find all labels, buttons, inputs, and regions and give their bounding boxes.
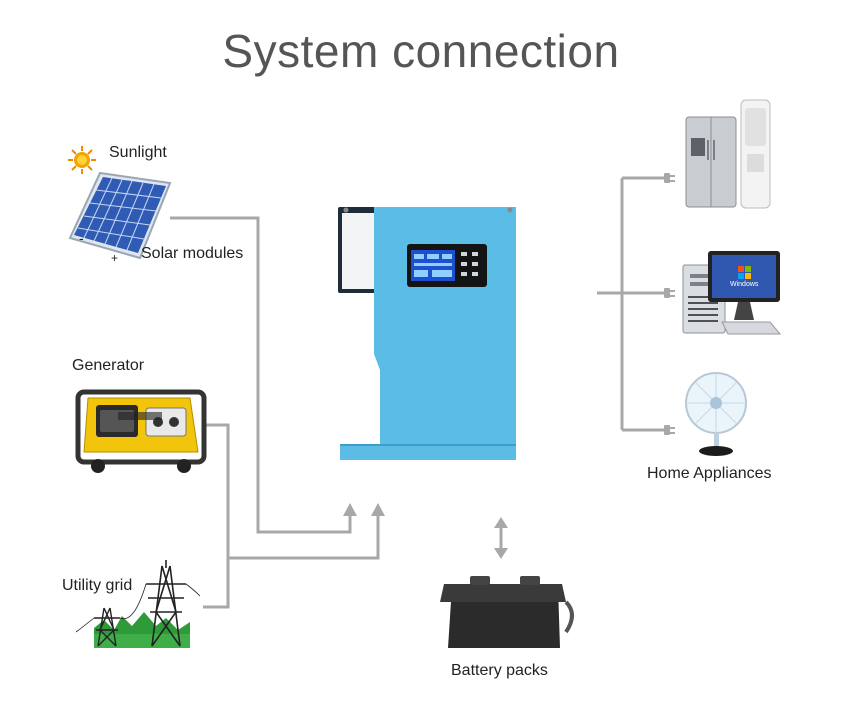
plug-icon: [664, 425, 670, 435]
plug-icon: [664, 173, 670, 183]
solar-input-arrow-icon: [343, 503, 357, 516]
grid-connector: [203, 558, 230, 609]
inverter-unit: [338, 207, 516, 460]
sunlight-label: Sunlight: [109, 144, 167, 161]
solar-minus-label: -: [79, 230, 84, 246]
utility-grid-icon: [75, 560, 201, 648]
monitor-windows-logo-text: Windows: [730, 281, 759, 288]
computer-icon: [682, 251, 782, 335]
connector-lines: [170, 176, 668, 609]
plug-pin-icon: [670, 427, 675, 429]
battery-bidirectional-arrow-icon: [494, 517, 508, 559]
plug-tips: [664, 173, 675, 435]
plug-pin-icon: [670, 180, 675, 182]
plug-pin-icon: [670, 295, 675, 297]
air-conditioner-icon: [740, 99, 771, 209]
plug-pin-icon: [670, 290, 675, 292]
plug-pin-icon: [670, 432, 675, 434]
sun-icon: [68, 146, 96, 174]
utility-grid-label: Utility grid: [62, 577, 133, 594]
solar-connector: [170, 216, 352, 534]
solar-modules-label: Solar modules: [141, 245, 244, 262]
home-appliances-label: Home Appliances: [647, 465, 772, 482]
plug-pin-icon: [670, 175, 675, 177]
battery-icon: [440, 576, 574, 648]
fan-icon: [685, 372, 747, 456]
grid-input-arrow-icon: [371, 503, 385, 516]
generator-label: Generator: [72, 357, 145, 374]
battery-packs-label: Battery packs: [451, 662, 548, 679]
solar-panel-icon: [68, 171, 172, 260]
plug-icon: [664, 288, 670, 298]
solar-plus-label: +: [111, 251, 119, 265]
page-title: System connection: [222, 25, 620, 77]
generator-icon: [75, 389, 207, 473]
refrigerator-icon: [685, 116, 737, 208]
